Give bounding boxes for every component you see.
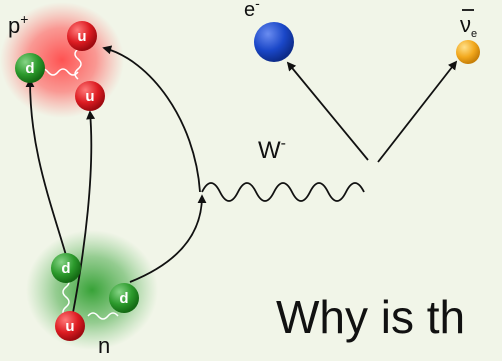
proton-label: p+ [8,11,28,38]
neutron-up-quark [55,311,85,341]
neutron-down-quark-right [109,283,139,313]
proton-up-quark-bottom [75,81,105,111]
u-to-u-quark-line [71,110,96,319]
proton-down-quark-label: d [25,60,34,77]
d-to-w-boson-line [129,194,207,283]
neutron-up-quark-label: u [65,318,74,335]
svg-text:νe: νe [460,12,477,40]
proton-up-quark-top [67,21,97,51]
neutron-label: n [98,333,110,358]
neutron-down-quark-right-label: d [119,290,128,307]
w-boson-propagator [201,182,365,202]
w-boson-label: W- [258,135,286,164]
electron-line [286,61,369,161]
d-to-u-quark-line [102,45,201,193]
neutron-down-quark-top-label: d [61,260,70,277]
slide-question-text: Why is th [276,291,466,343]
proton-up-quark-bottom-label: u [85,88,94,105]
neutron-gluon-line-2 [87,312,119,320]
neutron-down-quark-top [51,253,81,283]
antineutrino-particle [456,40,480,64]
d-to-d-quark-line [25,78,69,263]
neutron-glow [26,230,158,350]
electron-particle [254,22,294,62]
proton-up-quark-top-label: u [77,28,86,45]
proton-down-quark [15,53,45,83]
proton-gluon-line [37,68,79,76]
antineutrino-line [377,60,458,163]
antineutrino-label: νe [460,9,477,40]
neutron-gluon-line [62,277,70,318]
electron-label: e- [244,0,260,21]
